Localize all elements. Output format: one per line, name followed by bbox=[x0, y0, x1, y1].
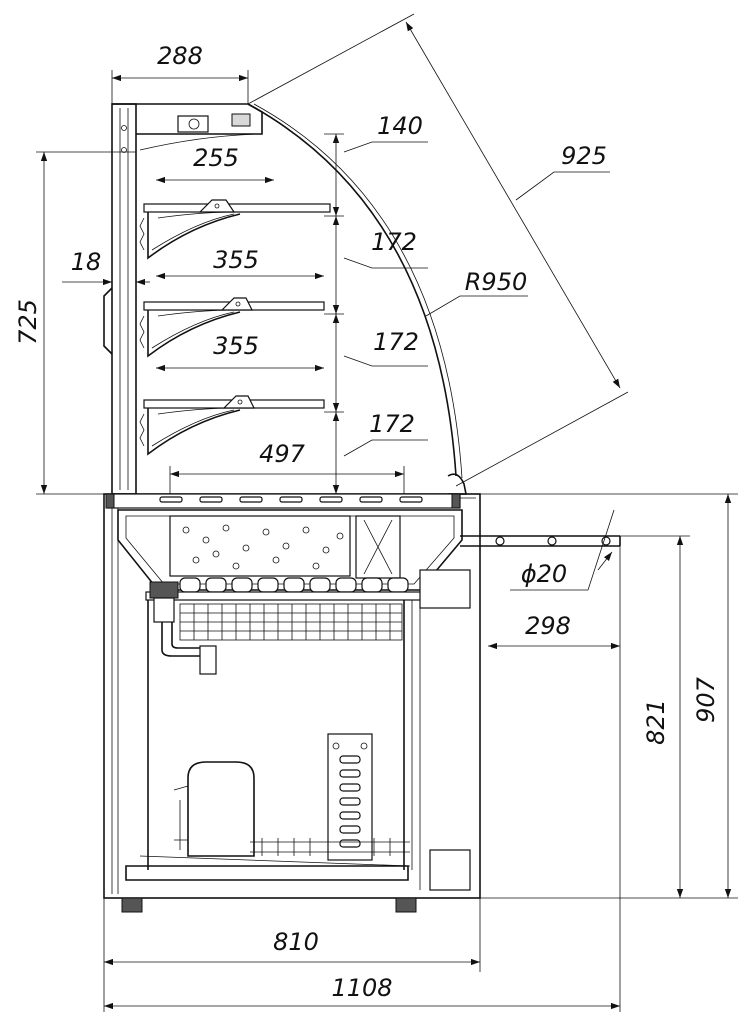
back-wall bbox=[111, 103, 137, 495]
dim-pipe-diameter: ϕ20 bbox=[521, 560, 567, 588]
drain-pipe bbox=[149, 581, 217, 675]
dim-glass-length: 925 bbox=[561, 142, 607, 170]
dim-shelf-spacing-1: 172 bbox=[371, 228, 417, 256]
tray-slots bbox=[179, 577, 409, 593]
shelf-1 bbox=[139, 199, 331, 260]
shelf-2 bbox=[139, 297, 325, 358]
dim-cabinet-width: 810 bbox=[273, 928, 319, 956]
dim-pipe-extension: 298 bbox=[525, 612, 571, 640]
dim-top-depth: 288 bbox=[157, 42, 203, 70]
foot-left bbox=[121, 897, 143, 913]
dim-glass-radius: R950 bbox=[465, 268, 527, 296]
dim-shelf-width-1: 355 bbox=[213, 246, 259, 274]
glass-bottom-support bbox=[447, 473, 467, 495]
dim-display-height: 725 bbox=[14, 299, 42, 345]
dim-top-shelf-width: 255 bbox=[193, 144, 239, 172]
dimension-labels: 288 140 255 925 172 18 355 R950 355 172 … bbox=[14, 42, 720, 1002]
bottom-grill bbox=[250, 838, 410, 856]
vent-slots-top bbox=[159, 496, 423, 503]
dim-shelf-width-2: 355 bbox=[213, 332, 259, 360]
evaporator-holes bbox=[182, 524, 344, 570]
shelf-3 bbox=[139, 395, 325, 456]
dim-shelf-spacing-3: 172 bbox=[369, 410, 415, 438]
dim-total-height: 907 bbox=[692, 676, 720, 723]
compressor bbox=[173, 761, 255, 857]
curved-glass bbox=[247, 103, 457, 477]
dim-shelf-spacing-2: 172 bbox=[373, 328, 419, 356]
dim-glass-top-gap: 140 bbox=[377, 112, 423, 140]
dim-total-width: 1108 bbox=[331, 974, 392, 1002]
condenser-panel bbox=[327, 733, 373, 861]
foot-right bbox=[395, 897, 417, 913]
base-cabinet bbox=[103, 493, 621, 913]
dim-cabinet-height: 821 bbox=[642, 699, 670, 745]
dim-panel-thickness: 18 bbox=[71, 248, 102, 276]
door-handle bbox=[103, 287, 113, 355]
extension-pipe bbox=[460, 535, 621, 547]
dim-base-width: 497 bbox=[259, 440, 306, 468]
evaporator bbox=[169, 515, 351, 577]
condenser-grid bbox=[179, 603, 403, 641]
dimension-lines bbox=[36, 13, 738, 1012]
